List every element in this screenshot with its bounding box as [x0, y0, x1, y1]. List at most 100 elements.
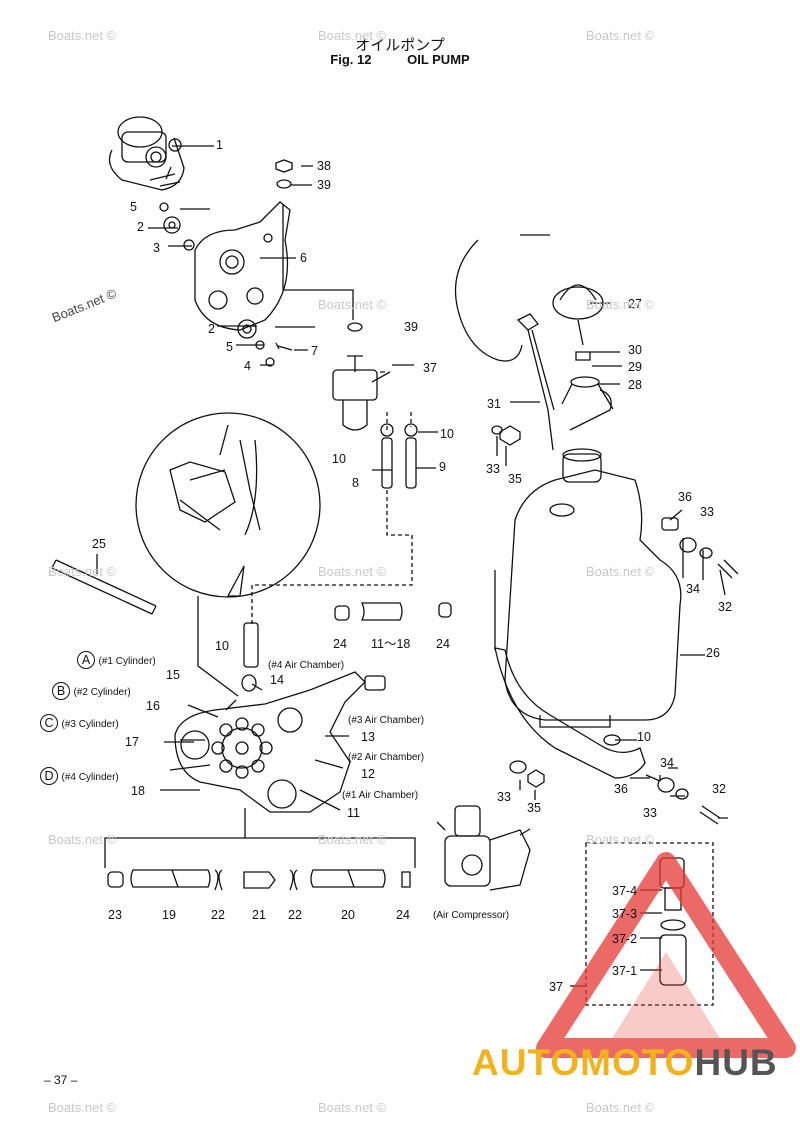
watermark: Boats.net © — [318, 28, 387, 43]
watermark: Boats.net © — [318, 832, 387, 847]
detail-inset-circle — [135, 412, 321, 598]
part-label: 37 — [423, 361, 437, 375]
part-label: 2 — [208, 322, 215, 336]
part-label: 8 — [352, 476, 359, 490]
part-label: 12 — [361, 767, 375, 781]
part-label: 22 — [211, 908, 225, 922]
cylinder-callout-b: B (#2 Cylinder) — [52, 682, 131, 700]
watermark: Boats.net © — [586, 564, 655, 579]
part-label: 24 — [396, 908, 410, 922]
page-number: – 37 – — [44, 1073, 78, 1087]
cylinder-callout-a: A (#1 Cylinder) — [77, 651, 156, 669]
part-label: 14 — [270, 673, 284, 687]
part-label: 24 — [436, 637, 450, 651]
part-label: 15 — [166, 668, 180, 682]
watermark: Boats.net © — [318, 297, 387, 312]
part-label: 2 — [137, 220, 144, 234]
watermark: Boats.net © — [586, 832, 655, 847]
air-compressor-label: (Air Compressor) — [433, 910, 510, 921]
part-label: 31 — [487, 397, 501, 411]
part-label: 5 — [226, 340, 233, 354]
part-label: 37-2 — [612, 932, 638, 946]
part-label: 34 — [686, 582, 700, 596]
part-label: 16 — [146, 699, 160, 713]
watermark: Boats.net © — [318, 1100, 387, 1115]
part-label: 5 — [130, 200, 137, 214]
part-label: 30 — [628, 343, 642, 357]
air-chamber-3-label: (#3 Air Chamber) — [348, 715, 425, 726]
part-label: 11 — [347, 806, 360, 820]
part-label: 6 — [300, 251, 307, 265]
part-label: 36 — [678, 490, 692, 504]
part-label: 33 — [700, 505, 714, 519]
part-label: 32 — [718, 600, 732, 614]
part-label: 10 — [332, 452, 346, 466]
part-label: 33 — [643, 806, 657, 820]
distribution-manifold-part — [174, 671, 386, 813]
part-label: 19 — [162, 908, 176, 922]
part-label: 10 — [440, 427, 454, 441]
oil-tank-part — [504, 448, 682, 728]
part-label: 33 — [497, 790, 511, 804]
part-label: 18 — [131, 784, 145, 798]
part-label: 13 — [361, 730, 375, 744]
watermark: Boats.net © — [318, 564, 387, 579]
watermark: Boats.net © — [48, 1100, 117, 1115]
watermark: Boats.net © — [586, 1100, 655, 1115]
watermark: Boats.net © — [586, 297, 655, 312]
oil-filter-part — [332, 355, 414, 431]
part-label: 7 — [311, 344, 318, 358]
part-label: 39 — [404, 320, 418, 334]
part-label: 35 — [527, 801, 541, 815]
part-label: 11～18 — [371, 637, 411, 651]
part-label: 29 — [628, 360, 642, 374]
part-label: 9 — [439, 460, 446, 474]
automotohub-triangle-logo — [536, 852, 796, 1058]
watermark: Boats.net © — [48, 832, 117, 847]
bracket-part — [194, 201, 291, 331]
part-label: 37-4 — [612, 884, 638, 898]
part-label: 21 — [252, 908, 266, 922]
part-label: 37-1 — [612, 964, 638, 978]
cylinder-callout-d: D (#4 Cylinder) — [40, 767, 119, 785]
part-label: 20 — [341, 908, 355, 922]
part-label: 36 — [614, 782, 628, 796]
watermark: Boats.net © — [48, 28, 117, 43]
part-label: 37-3 — [612, 907, 638, 921]
part-label: 1 — [216, 138, 223, 152]
watermark: Boats.net © — [48, 564, 117, 579]
air-compressor-part — [436, 805, 531, 891]
part-label: 35 — [508, 472, 522, 486]
filter-detail-box — [585, 842, 714, 1006]
part-label: 4 — [244, 359, 251, 373]
part-label: 23 — [108, 908, 122, 922]
automotohub-logo: AUTOMOTOHUB — [472, 1042, 778, 1083]
watermark: Boats.net © — [586, 28, 655, 43]
air-chamber-2-label: (#2 Air Chamber) — [348, 752, 425, 763]
part-label: 38 — [317, 159, 331, 173]
part-label: 28 — [628, 378, 642, 392]
figure-number: Fig. 12 — [330, 52, 372, 67]
part-label: 24 — [333, 637, 347, 651]
part-label: 32 — [712, 782, 726, 796]
figure-name: OIL PUMP — [407, 52, 470, 67]
cylinder-callout-c: C (#3 Cylinder) — [40, 714, 119, 732]
part-label: 37 — [549, 980, 563, 994]
oil-pump-part — [108, 116, 185, 191]
part-label: 25 — [92, 537, 106, 551]
part-label: 33 — [486, 462, 500, 476]
part-label: 17 — [125, 735, 139, 749]
part-label: 27 — [628, 297, 642, 311]
part-label: 10 — [637, 730, 651, 744]
part-label: 26 — [706, 646, 720, 660]
part-label: 39 — [317, 178, 331, 192]
title-japanese: オイルポンプ — [355, 37, 445, 54]
part-label: 3 — [153, 241, 160, 255]
part-label: 34 — [660, 756, 674, 770]
air-chamber-4-label: (#4 Air Chamber) — [268, 660, 345, 671]
part-label: 10 — [215, 639, 229, 653]
figure-title: Fig. 12 OIL PUMP — [0, 52, 800, 67]
air-chamber-1-label: (#1 Air Chamber) — [342, 790, 419, 801]
part-label: 22 — [288, 908, 302, 922]
